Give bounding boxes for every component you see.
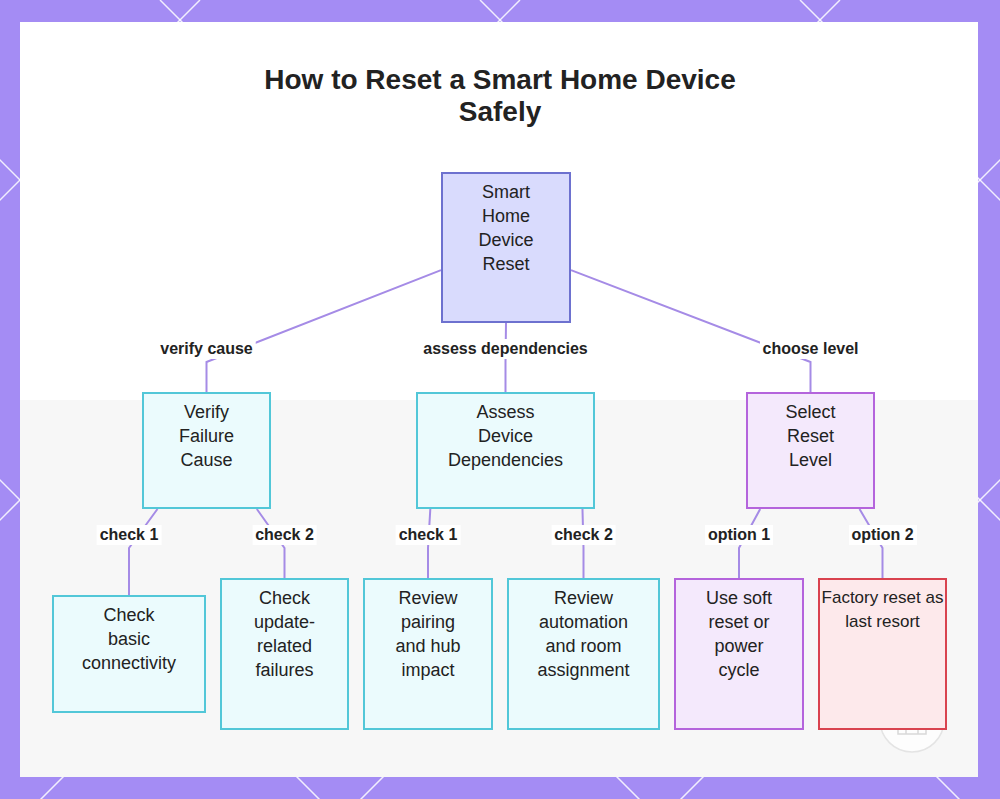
node-text: Review pairing and hub impact	[392, 586, 464, 682]
edge-label: choose level	[759, 339, 861, 359]
connector-line	[207, 270, 442, 392]
step-box: Select Reset Level	[746, 392, 875, 509]
node-text: Assess Device Dependencies	[448, 400, 563, 472]
edge-label: check 2	[551, 525, 616, 545]
connector-line	[571, 270, 811, 392]
step-box: Verify Failure Cause	[142, 392, 271, 509]
edge-label: option 2	[848, 525, 916, 545]
node-text: Smart Home Device Reset	[478, 180, 533, 276]
node-text: Factory reset as last resort	[821, 586, 945, 634]
connector-line	[129, 509, 157, 595]
edge-label: check 1	[97, 525, 162, 545]
option-box: Use soft reset or power cycle	[674, 578, 804, 730]
diagram-title: How to Reset a Smart Home Device Safely	[220, 64, 780, 128]
edge-label: assess dependencies	[420, 339, 591, 359]
edge-label: check 2	[252, 525, 317, 545]
node-text: Check basic connectivity	[82, 603, 176, 675]
edge-label: option 1	[705, 525, 773, 545]
node-text: Select Reset Level	[785, 400, 835, 472]
white-card	[20, 22, 978, 777]
check-box: Review automation and room assignment	[507, 578, 660, 730]
edge-label: check 1	[396, 525, 461, 545]
node-text: Use soft reset or power cycle	[702, 586, 777, 682]
check-box: Review pairing and hub impact	[363, 578, 493, 730]
option-box: Factory reset as last resort	[818, 578, 947, 730]
edge-label: verify cause	[157, 339, 256, 359]
node-text: Verify Failure Cause	[179, 400, 234, 472]
node-text: Review automation and room assignment	[536, 586, 632, 682]
check-box: Check basic connectivity	[52, 595, 206, 713]
root-box: Smart Home Device Reset	[441, 172, 571, 323]
node-text: Check update-related failures	[254, 586, 315, 682]
check-box: Check update-related failures	[220, 578, 349, 730]
step-box: Assess Device Dependencies	[416, 392, 595, 509]
